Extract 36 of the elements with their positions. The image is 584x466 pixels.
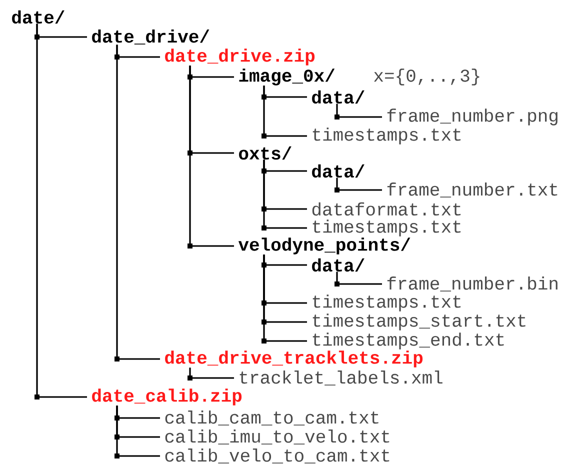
- file-name: timestamps_start.txt: [312, 314, 526, 330]
- file-name: calib_imu_to_velo.txt: [165, 430, 390, 444]
- file-name: frame_number.png: [387, 108, 558, 126]
- file-name: frame_number.txt: [387, 182, 558, 198]
- file-name: dataformat.txt: [312, 202, 461, 216]
- tree-connector: [34, 24, 87, 400]
- file-name: frame_number.bin: [387, 276, 558, 292]
- note-text: x={0,..,3}: [374, 68, 480, 86]
- tree-connector: [334, 178, 382, 192]
- tree-connector: [262, 254, 307, 344]
- folder-name: data/: [312, 90, 364, 104]
- folder-name: data/: [312, 164, 364, 178]
- archive-name: date_drive.zip: [165, 48, 315, 66]
- folder-name: oxts/: [239, 146, 292, 160]
- tree-connector: [188, 368, 234, 380]
- archive-name: date_calib.zip: [92, 388, 242, 406]
- file-name: timestamps.txt: [312, 294, 461, 312]
- tree-connector: [262, 160, 307, 230]
- file-name: timestamps.txt: [312, 128, 461, 144]
- tree-connector: [114, 44, 160, 362]
- tree-connector: [262, 86, 307, 138]
- folder-name: date_drive/: [92, 30, 210, 44]
- file-name: timestamps_end.txt: [312, 332, 504, 350]
- folder-name: data/: [312, 258, 364, 272]
- folder-name: image_0x/: [239, 68, 335, 86]
- tree-connector: [188, 66, 234, 248]
- tree-connector: [334, 272, 382, 286]
- tree-connector: [114, 406, 160, 458]
- folder-name: velodyne_points/: [238, 238, 410, 254]
- file-name: timestamps.txt: [312, 220, 461, 236]
- file-name: calib_velo_to_cam.txt: [165, 448, 390, 464]
- file-name: calib_cam_to_cam.txt: [165, 410, 378, 426]
- file-name: tracklet_labels.xml: [240, 370, 442, 386]
- archive-name: date_drive_tracklets.zip: [165, 350, 423, 368]
- tree-connector: [334, 104, 382, 120]
- folder-name: date/: [12, 10, 64, 24]
